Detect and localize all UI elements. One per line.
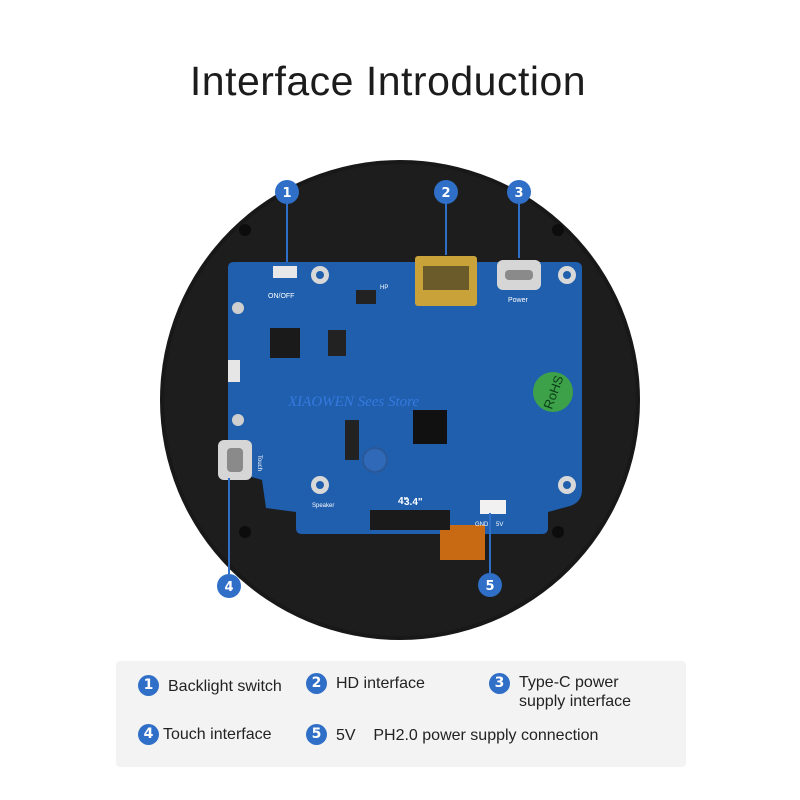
svg-text:3: 3 <box>514 186 523 201</box>
callouts: 1 2 3 4 5 <box>217 180 531 598</box>
legend-item: 3 Type-C power supply interface <box>489 673 631 711</box>
size-34-label: 3.4" <box>404 497 423 508</box>
5v-label: 5V <box>496 522 503 528</box>
ph2-connector <box>480 500 506 514</box>
svg-text:2: 2 <box>441 186 450 201</box>
pcb-board <box>228 262 582 534</box>
legend-label: Touch interface <box>163 726 272 743</box>
legend-label: HD interface <box>336 675 425 692</box>
legend-panel: 1 Backlight switch 2 HD interface 3 Type… <box>116 661 686 767</box>
power-label: Power <box>508 297 529 304</box>
flex-cable <box>440 525 485 560</box>
page-title: Interface Introduction <box>189 58 587 104</box>
product-photo: RoHS ON/OFF HP Power Touch Speaker 4" 3.… <box>160 160 640 640</box>
screw-hole <box>552 224 564 236</box>
callout-4 <box>217 574 241 598</box>
legend-number: 4 <box>138 724 159 745</box>
watermark: XIAOWEN Sees Store <box>288 394 420 410</box>
legend-label: Backlight switch <box>168 678 282 695</box>
legend-number: 1 <box>138 675 159 696</box>
legend-item: 5 5V PH2.0 power supply connection <box>306 724 598 745</box>
speaker-label: Speaker <box>312 503 334 509</box>
legend-item: 1 Backlight switch <box>138 675 282 696</box>
svg-text:4: 4 <box>224 580 233 595</box>
callout-5 <box>478 573 502 597</box>
legend-item: 2 HD interface <box>306 673 425 694</box>
legend-label-line2: supply interface <box>519 693 632 710</box>
screw-hole <box>552 526 564 538</box>
callout-1 <box>275 180 299 204</box>
legend-item: 4 Touch interface <box>138 724 272 745</box>
screw-hole <box>239 224 251 236</box>
rohs-badge <box>533 372 573 412</box>
onoff-label: ON/OFF <box>268 293 294 300</box>
legend-label: Type-C power supply interface <box>519 673 631 711</box>
callout-2 <box>434 180 458 204</box>
callout-3 <box>507 180 531 204</box>
legend-number: 2 <box>306 673 327 694</box>
touch-label: Touch <box>256 455 262 471</box>
gnd-label: GND <box>475 522 489 528</box>
legend-number: 5 <box>306 724 327 745</box>
svg-text:5: 5 <box>485 579 494 594</box>
screw-hole <box>239 526 251 538</box>
legend-number: 3 <box>489 673 510 694</box>
svg-text:1: 1 <box>282 186 291 201</box>
hp-label: HP <box>380 285 388 291</box>
legend-label: 5V PH2.0 power supply connection <box>336 727 599 744</box>
legend-label-line1: Type-C power <box>519 674 619 691</box>
backlight-switch <box>273 266 297 278</box>
size-4-label: 4" <box>398 496 409 507</box>
